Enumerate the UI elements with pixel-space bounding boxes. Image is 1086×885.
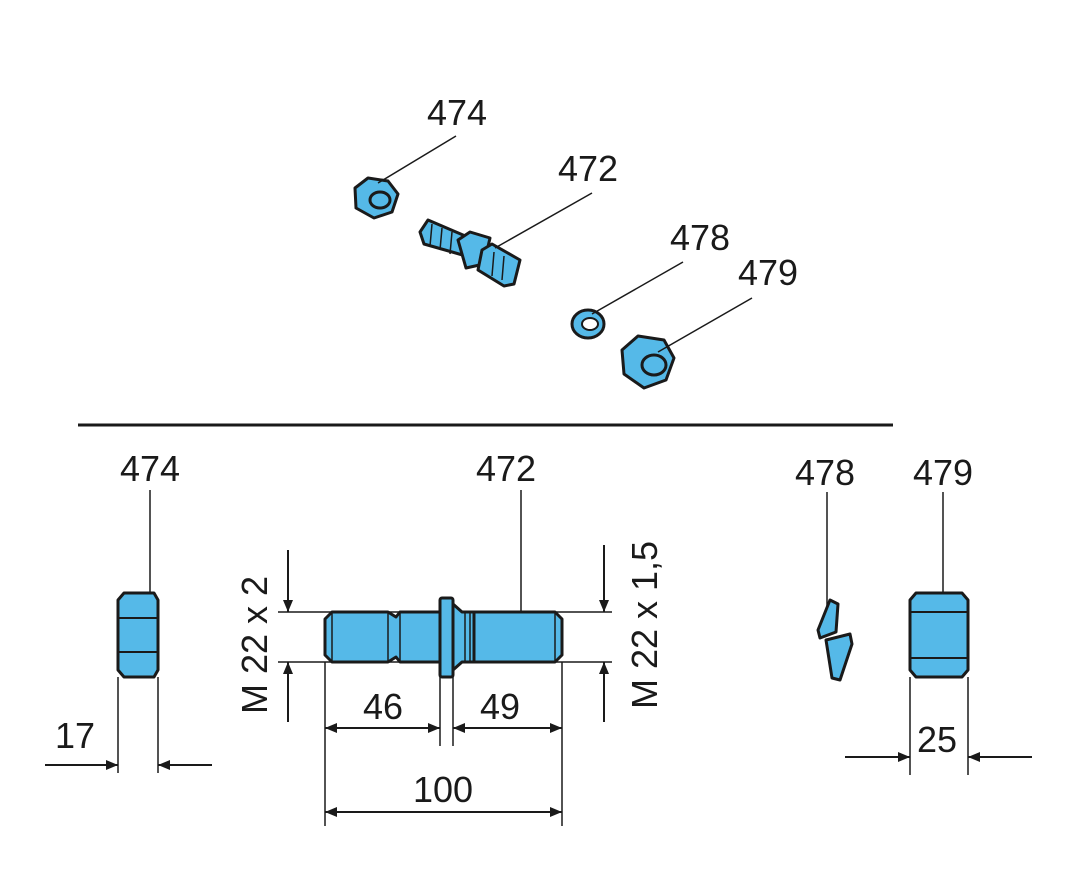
exploded-stud-472	[418, 218, 522, 288]
exploded-nut-479	[620, 334, 676, 390]
thread-right: M 22 x 1,5	[624, 541, 665, 709]
leader-478-top	[591, 261, 684, 315]
nut-474-side	[116, 591, 160, 679]
leader-479-top	[657, 297, 753, 353]
washer-478-side	[816, 598, 854, 682]
label-472: 472	[476, 448, 536, 489]
exploded-nut-474	[353, 176, 400, 220]
label-478: 478	[795, 452, 855, 493]
dim-46: 46	[363, 686, 403, 727]
label-479: 479	[913, 452, 973, 493]
exploded-washer-478	[570, 308, 606, 340]
nut-479-side	[908, 591, 970, 679]
thread-left: M 22 x 2	[234, 576, 275, 714]
leader-474-top	[377, 135, 457, 184]
dim-25: 25	[917, 719, 957, 760]
label-472-top: 472	[558, 148, 618, 189]
dim-17: 17	[55, 715, 95, 756]
label-474-top: 474	[427, 92, 487, 133]
label-478-top: 478	[670, 217, 730, 258]
dim-100: 100	[413, 769, 473, 810]
dim-49: 49	[480, 686, 520, 727]
label-474: 474	[120, 448, 180, 489]
label-479-top: 479	[738, 252, 798, 293]
leader-472-top	[494, 192, 593, 249]
stud-472-side	[323, 596, 564, 679]
